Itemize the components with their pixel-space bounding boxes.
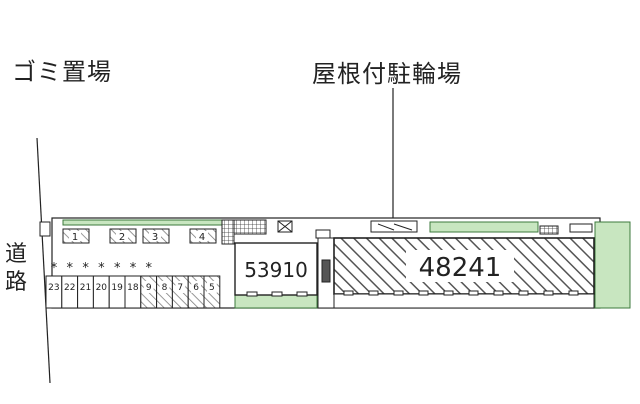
building-left bbox=[234, 242, 318, 296]
parking-slot-bottom: 8 bbox=[156, 275, 173, 309]
parking-slot-bottom: 6 bbox=[187, 275, 205, 309]
bicycle-parking-rack bbox=[370, 220, 418, 233]
parking-slot-bottom: 20 bbox=[92, 275, 110, 309]
parking-top-row: 1 2 3 4 bbox=[62, 228, 217, 244]
parking-slot-bottom-number: 22 bbox=[64, 283, 75, 293]
building-left-number: 53910 bbox=[244, 258, 308, 282]
parking-slot-top-number: 2 bbox=[119, 232, 125, 243]
parking-slot-bottom-number: 19 bbox=[111, 283, 123, 293]
marker-asterisk: * bbox=[82, 261, 89, 276]
parking-slot-top-number: 3 bbox=[152, 232, 158, 243]
green-area-right bbox=[594, 221, 631, 309]
road-leader-line bbox=[36, 137, 51, 384]
parking-slot-bottom-number: 5 bbox=[209, 283, 215, 293]
parking-slot-bottom: 23 bbox=[45, 275, 63, 309]
parking-slot-bottom-number: 18 bbox=[127, 283, 139, 293]
parking-slot-bottom: 7 bbox=[171, 275, 189, 309]
building-right-number: 48241 bbox=[419, 253, 502, 283]
building-right-marks bbox=[343, 290, 579, 296]
building-right-base bbox=[333, 293, 595, 309]
small-box bbox=[569, 223, 593, 233]
parking-slot-top-number: 4 bbox=[199, 232, 205, 243]
connector-dark bbox=[321, 259, 331, 283]
parking-slot-bottom: 18 bbox=[124, 275, 142, 309]
parking-slot-bottom-number: 8 bbox=[162, 283, 168, 293]
grid-block bbox=[221, 219, 235, 245]
building-right-label-bg bbox=[406, 250, 514, 282]
parking-slot-bottom-number: 21 bbox=[80, 283, 91, 293]
marker-asterisk: * bbox=[114, 261, 121, 276]
marker-asterisk: * bbox=[130, 261, 137, 276]
parking-slot-bottom: 22 bbox=[61, 275, 79, 309]
building-left-marks bbox=[246, 291, 308, 297]
equipment-cross bbox=[277, 220, 293, 233]
marker-asterisk: * bbox=[51, 261, 58, 276]
marker-asterisk: * bbox=[98, 261, 105, 276]
connector-top bbox=[315, 229, 331, 239]
parking-slot-top: 2 bbox=[109, 228, 137, 244]
hedge-top-left bbox=[62, 219, 232, 226]
marker-row: * * * * * * * bbox=[51, 261, 153, 276]
parking-slot-top-number: 1 bbox=[72, 232, 78, 243]
parking-slot-top: 3 bbox=[142, 228, 170, 244]
parking-slot-top: 4 bbox=[189, 228, 217, 244]
garbage-label: ゴミ置場 bbox=[12, 58, 112, 86]
parking-slot-bottom-number: 6 bbox=[193, 283, 199, 293]
parking-slot-bottom: 19 bbox=[108, 275, 126, 309]
garbage-area bbox=[39, 221, 51, 237]
parking-slot-bottom: 5 bbox=[203, 275, 221, 309]
parking-slot-bottom: 21 bbox=[77, 275, 94, 309]
road-label-1: 道 bbox=[4, 242, 27, 267]
parking-slot-bottom-number: 7 bbox=[177, 283, 183, 293]
parking-slot-bottom-number: 23 bbox=[48, 283, 59, 293]
bicycle-parking-label: 屋根付駐輪場 bbox=[312, 60, 462, 88]
grid-block-3 bbox=[539, 225, 559, 235]
marker-asterisk: * bbox=[67, 261, 74, 276]
marker-asterisk: * bbox=[146, 261, 153, 276]
hedge-top-right bbox=[429, 221, 539, 233]
parking-slot-bottom: 9 bbox=[140, 275, 158, 309]
parking-slot-top: 1 bbox=[62, 228, 90, 244]
parking-slot-bottom-number: 20 bbox=[96, 283, 108, 293]
bicycle-rack-mark bbox=[377, 223, 413, 231]
road-label-2: 路 bbox=[4, 270, 27, 295]
parking-slot-bottom-number: 9 bbox=[146, 283, 152, 293]
grid-block-2 bbox=[233, 219, 267, 235]
